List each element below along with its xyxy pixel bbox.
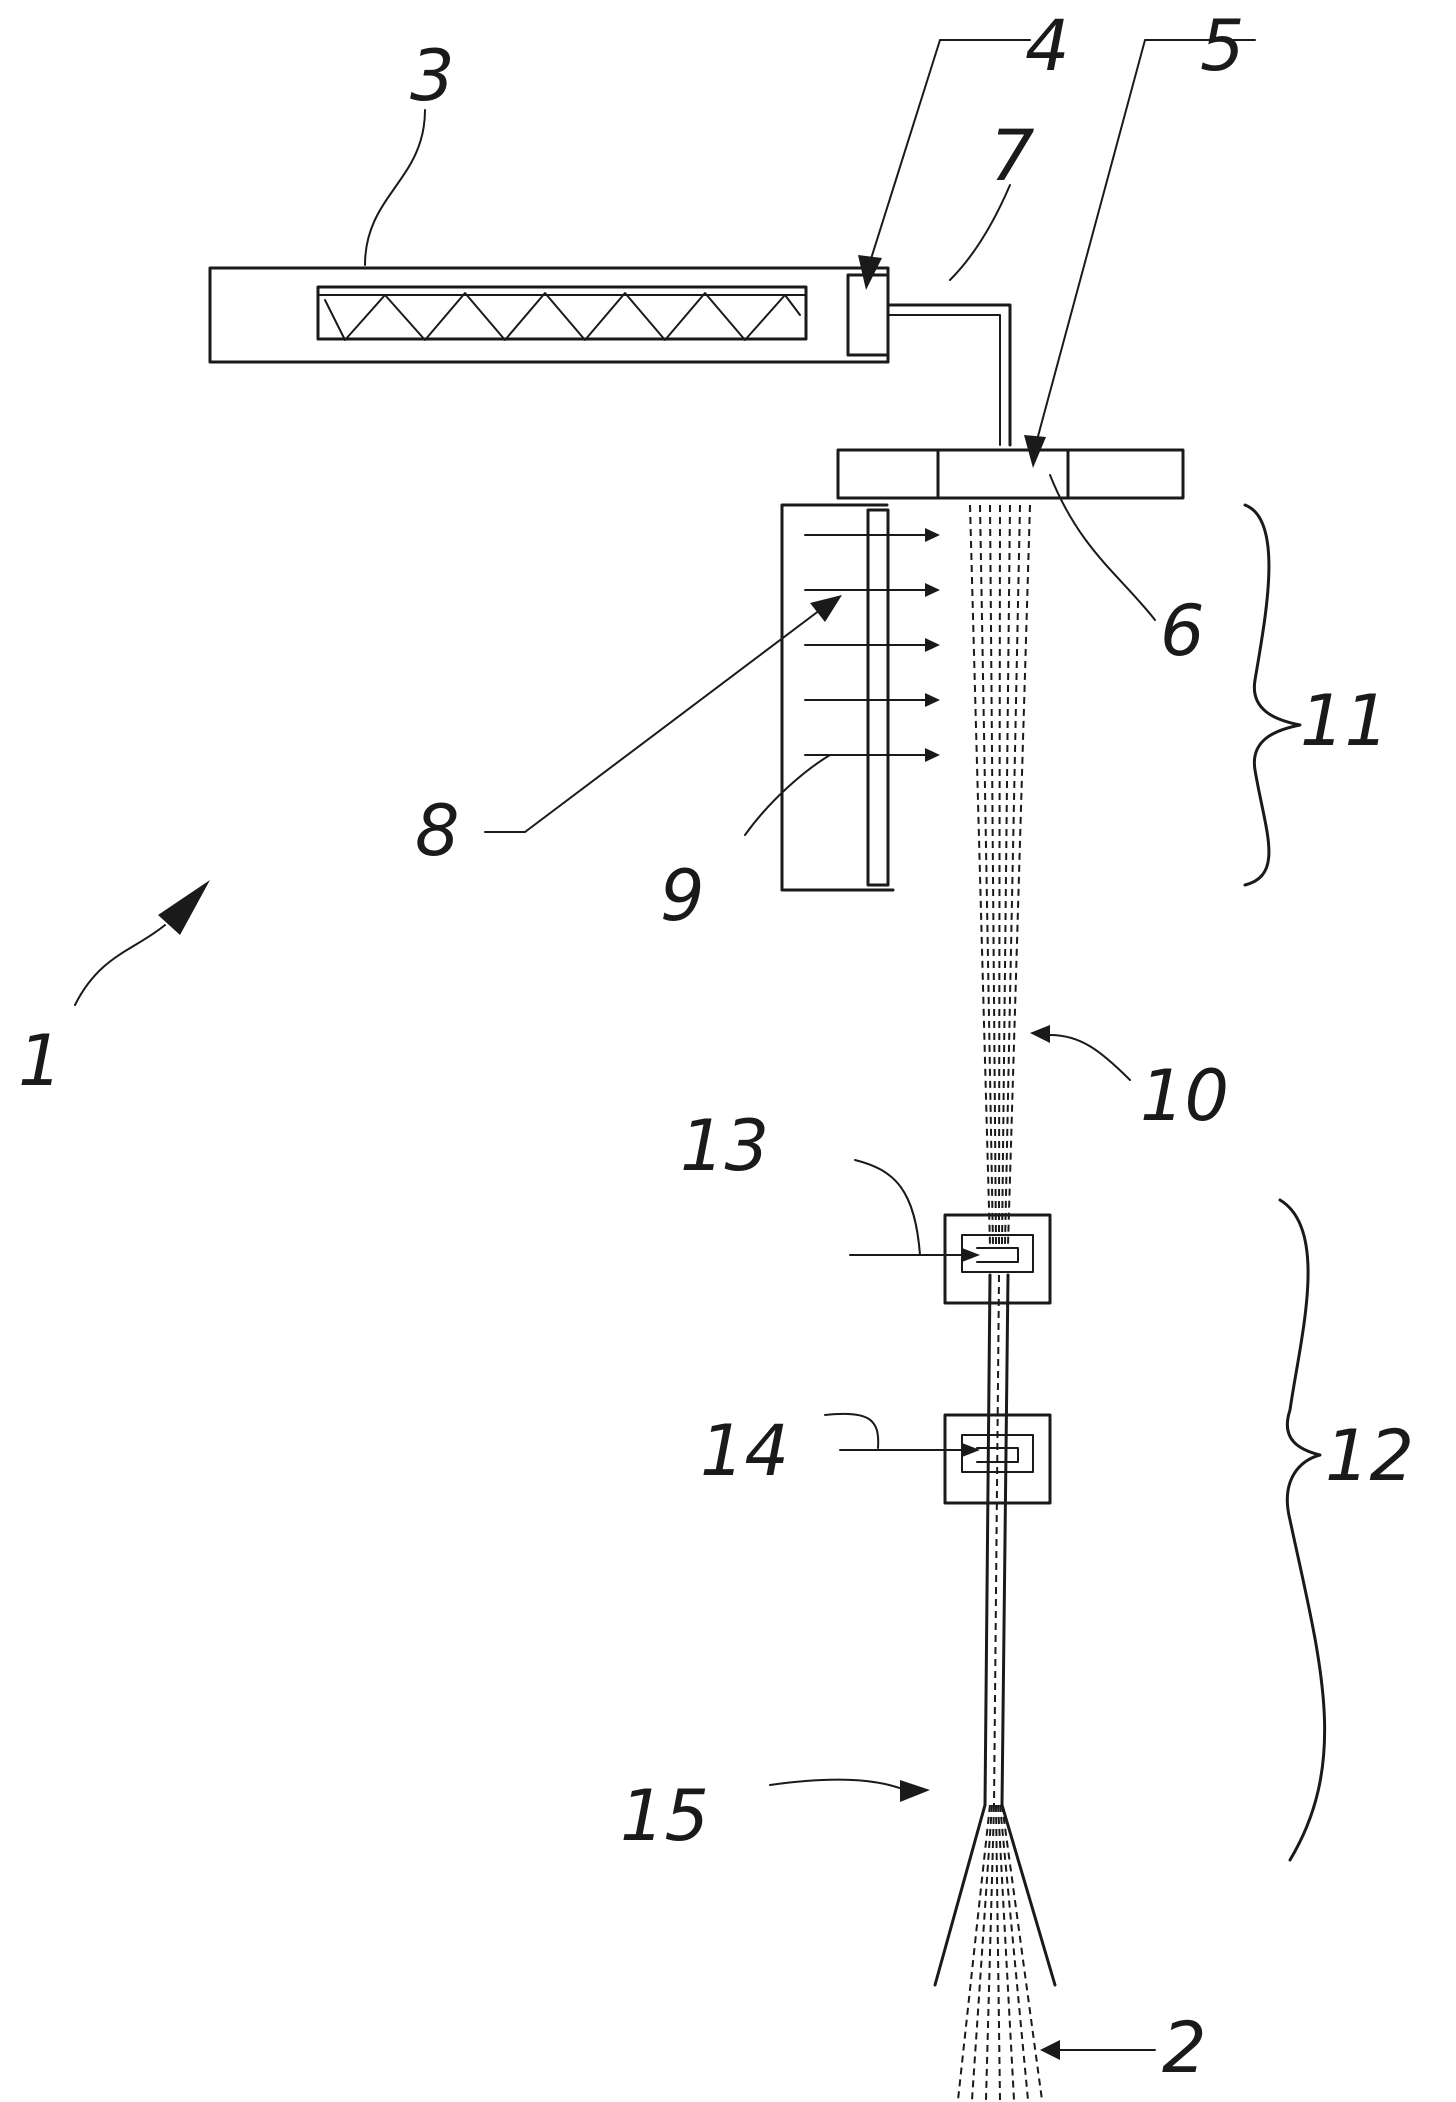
leader-lines (75, 40, 1255, 2060)
label-2: 2 (1162, 2007, 1207, 2089)
brace-draw-zone (1280, 1200, 1325, 1860)
filament-bundle (970, 505, 1030, 1245)
label-12: 12 (1325, 1415, 1414, 1497)
label-14: 14 (700, 1410, 789, 1492)
label-11: 11 (1300, 680, 1389, 762)
air-distributor-plate (868, 510, 888, 885)
label-3: 3 (410, 35, 455, 117)
label-15: 15 (620, 1775, 709, 1857)
label-4: 4 (1025, 5, 1070, 87)
spinneret (938, 450, 1068, 498)
label-8: 8 (415, 790, 460, 872)
cooling-chamber (782, 505, 940, 890)
brace-quench-zone (1245, 505, 1300, 885)
extruder (210, 268, 888, 362)
label-13: 13 (680, 1105, 769, 1187)
spin-beam (838, 450, 1183, 498)
reference-labels: 1 2 3 4 5 6 7 8 9 10 11 12 13 14 15 (18, 5, 1414, 2089)
label-10: 10 (1140, 1055, 1229, 1137)
label-6: 6 (1160, 590, 1205, 672)
label-9: 9 (660, 855, 705, 937)
spinning-pump (848, 275, 888, 355)
filament-web (958, 1805, 1042, 2100)
drawn-yarn (985, 1275, 1008, 1805)
label-7: 7 (990, 115, 1035, 197)
label-1: 1 (18, 1020, 63, 1102)
label-5: 5 (1200, 5, 1245, 87)
screw-auger (325, 293, 800, 340)
melt-line (888, 305, 1010, 445)
godet-upper (945, 1215, 1050, 1303)
diffuser-cone (935, 1805, 1055, 1985)
